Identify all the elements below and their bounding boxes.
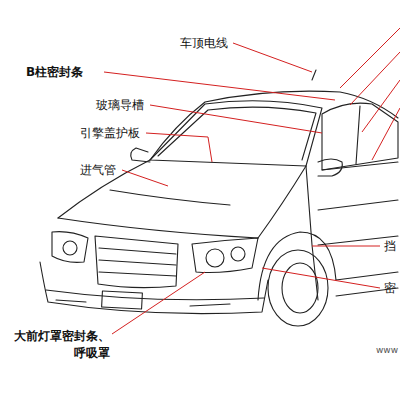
part-label: 挡 bbox=[384, 238, 396, 255]
part-label: www bbox=[376, 344, 398, 356]
part-label: 密 bbox=[384, 280, 396, 297]
part-label: 车顶电线 bbox=[180, 35, 228, 52]
part-label: B柱密封条 bbox=[26, 64, 83, 81]
part-label: 大前灯罩密封条、 呼吸罩 bbox=[6, 328, 110, 362]
part-label: 引擎盖护板 bbox=[80, 125, 140, 142]
part-label: 玻璃导槽 bbox=[96, 97, 144, 114]
part-label: 进气管 bbox=[80, 162, 116, 179]
